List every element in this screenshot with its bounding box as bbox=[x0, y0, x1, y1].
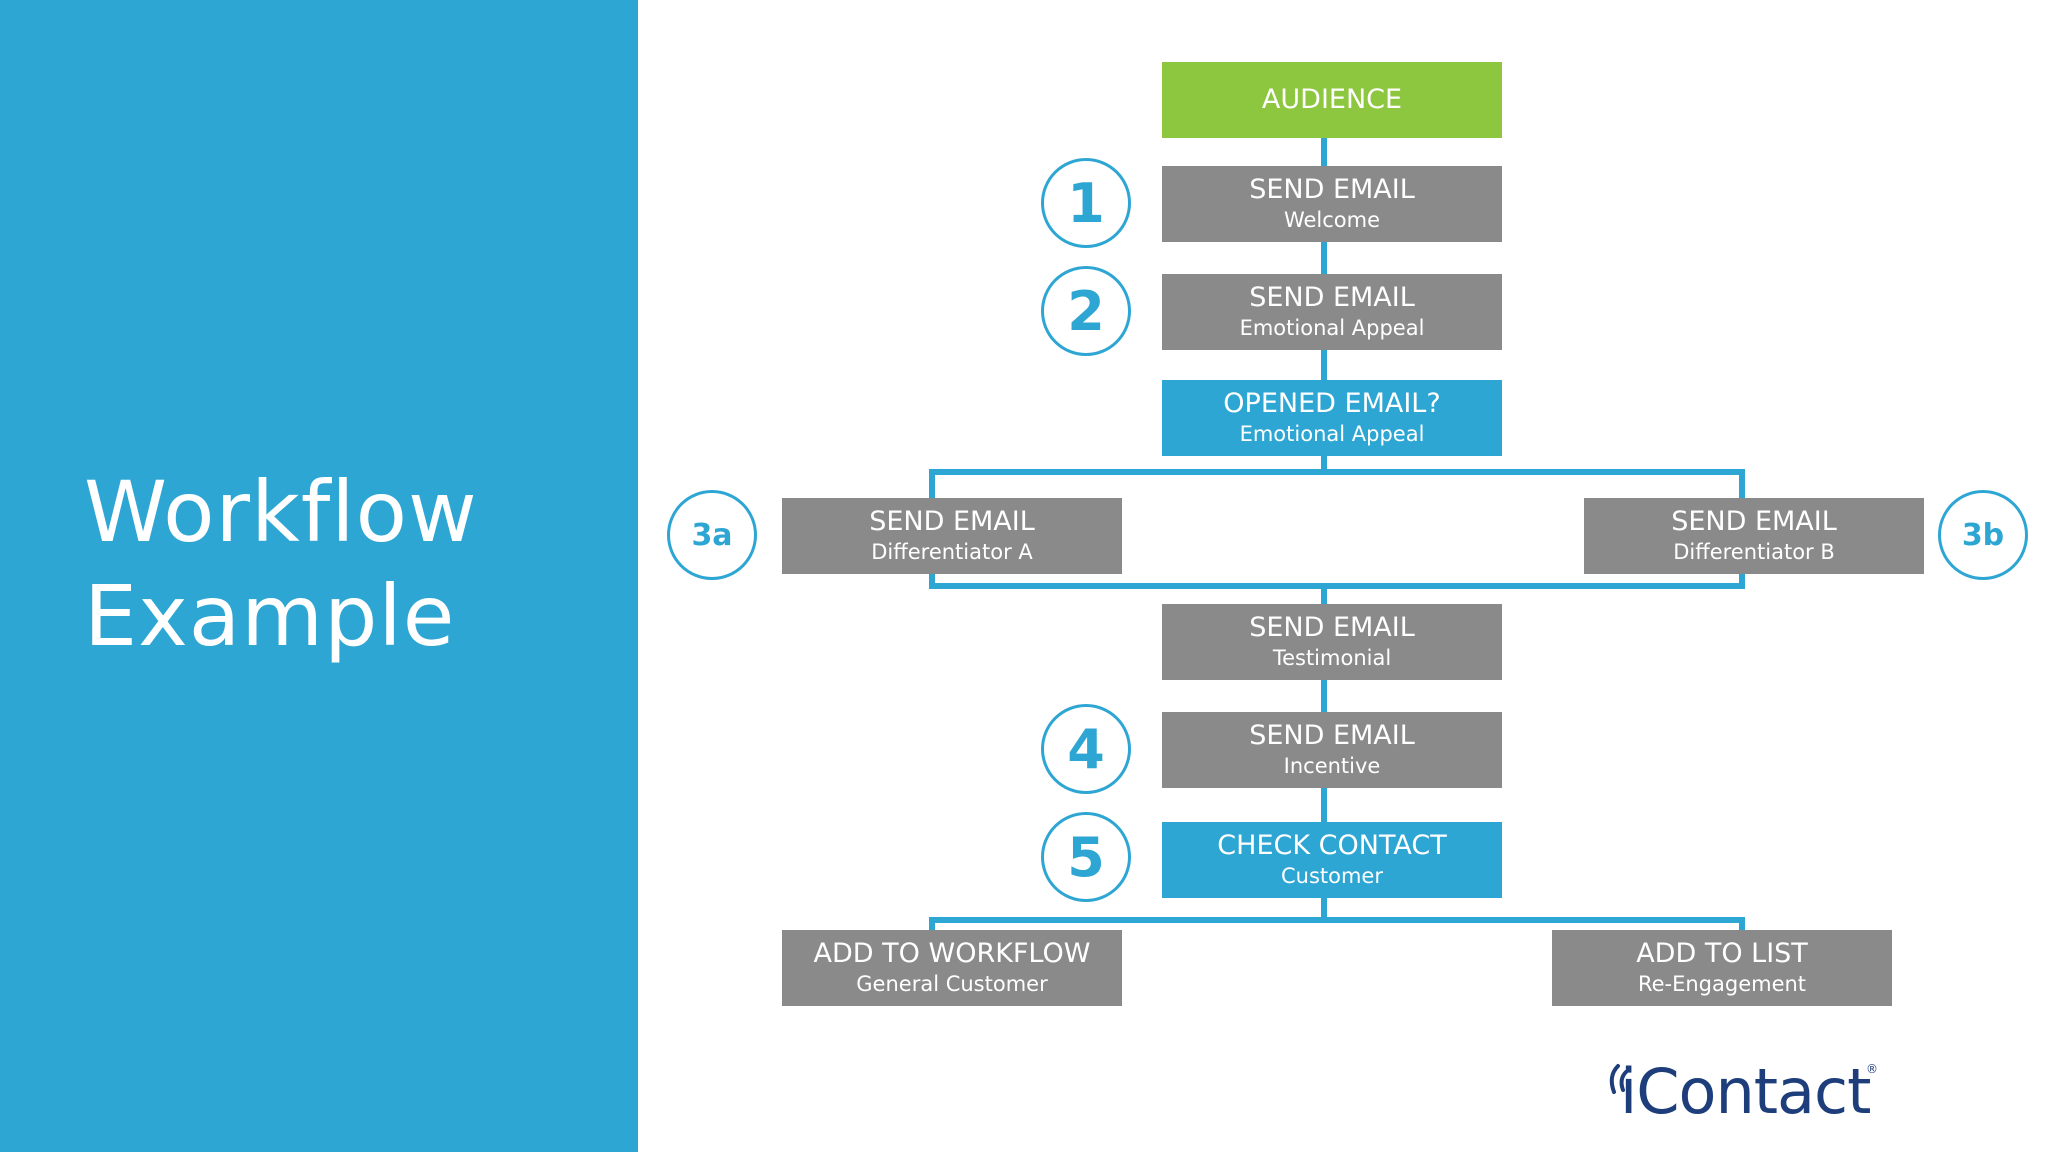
step-3b-badge: 3b bbox=[1938, 490, 2028, 580]
node-send-email-differentiator-b[interactable]: SEND EMAIL Differentiator B bbox=[1584, 498, 1924, 574]
node-subtitle: Emotional Appeal bbox=[1239, 316, 1425, 340]
node-opened-email-condition[interactable]: OPENED EMAIL? Emotional Appeal bbox=[1162, 380, 1502, 456]
node-send-email-emotional-appeal[interactable]: SEND EMAIL Emotional Appeal bbox=[1162, 274, 1502, 350]
logo-wordmark: iContact bbox=[1620, 1055, 1871, 1128]
node-check-contact-condition[interactable]: CHECK CONTACT Customer bbox=[1162, 822, 1502, 898]
step-1-badge: 1 bbox=[1041, 158, 1131, 248]
node-title: SEND EMAIL bbox=[1249, 174, 1415, 205]
node-title: SEND EMAIL bbox=[1671, 506, 1837, 537]
slide-title-line-2: Example bbox=[84, 567, 456, 665]
signal-wave-icon bbox=[1609, 1064, 1628, 1094]
node-subtitle: Differentiator A bbox=[871, 540, 1033, 564]
node-send-email-differentiator-a[interactable]: SEND EMAIL Differentiator A bbox=[782, 498, 1122, 574]
slide-title-line-1: Workflow bbox=[84, 463, 478, 561]
node-title: SEND EMAIL bbox=[1249, 720, 1415, 751]
node-audience-title: AUDIENCE bbox=[1261, 84, 1403, 115]
node-subtitle: Testimonial bbox=[1272, 646, 1392, 670]
node-send-email-incentive[interactable]: SEND EMAIL Incentive bbox=[1162, 712, 1502, 788]
node-audience[interactable]: AUDIENCE bbox=[1162, 62, 1502, 138]
node-title: SEND EMAIL bbox=[869, 506, 1035, 537]
title-panel: Workflow Example bbox=[0, 0, 638, 1152]
node-add-to-workflow[interactable]: ADD TO WORKFLOW General Customer bbox=[782, 930, 1122, 1006]
node-add-to-list[interactable]: ADD TO LIST Re-Engagement bbox=[1552, 930, 1892, 1006]
node-subtitle: Welcome bbox=[1283, 208, 1381, 232]
step-5-badge: 5 bbox=[1041, 812, 1131, 902]
node-subtitle: General Customer bbox=[856, 972, 1048, 996]
node-subtitle: Re-Engagement bbox=[1637, 972, 1807, 996]
slide-title: Workflow Example bbox=[84, 460, 478, 668]
step-3a-badge: 3a bbox=[667, 490, 757, 580]
node-title: OPENED EMAIL? bbox=[1223, 388, 1441, 419]
node-title: SEND EMAIL bbox=[1249, 612, 1415, 643]
step-2-badge: 2 bbox=[1041, 266, 1131, 356]
node-subtitle: Customer bbox=[1280, 864, 1383, 888]
node-subtitle: Incentive bbox=[1283, 754, 1381, 778]
node-title: ADD TO LIST bbox=[1636, 938, 1808, 969]
node-title: SEND EMAIL bbox=[1249, 282, 1415, 313]
node-send-email-welcome[interactable]: SEND EMAIL Welcome bbox=[1162, 166, 1502, 242]
node-title: ADD TO WORKFLOW bbox=[813, 938, 1091, 969]
node-subtitle: Differentiator B bbox=[1673, 540, 1835, 564]
node-send-email-testimonial[interactable]: SEND EMAIL Testimonial bbox=[1162, 604, 1502, 680]
node-title: CHECK CONTACT bbox=[1217, 830, 1447, 861]
icontact-logo: iContact ® bbox=[1604, 1052, 1884, 1132]
registered-mark: ® bbox=[1866, 1062, 1878, 1076]
step-4-badge: 4 bbox=[1041, 704, 1131, 794]
node-subtitle: Emotional Appeal bbox=[1239, 422, 1425, 446]
connector-final-split bbox=[929, 917, 1745, 936]
